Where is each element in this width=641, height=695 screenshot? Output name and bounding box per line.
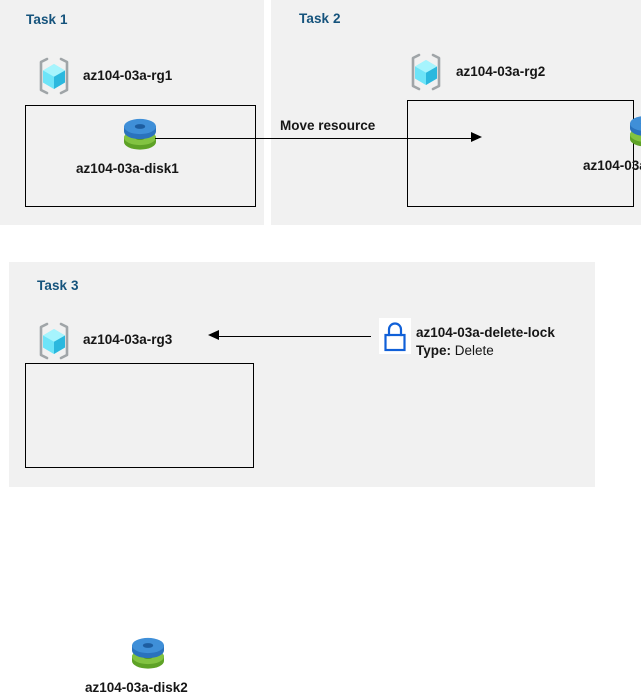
resource-label: az104-03a-disk1	[583, 158, 641, 173]
diagram-canvas: Task 1 az104-03a-rg1	[0, 0, 641, 487]
resource-group-icon	[36, 322, 72, 360]
resource-group-icon	[408, 53, 444, 91]
managed-disk-icon	[126, 632, 170, 676]
lock-type-value: Delete	[455, 343, 494, 358]
resource-label: az104-03a-disk1	[76, 161, 179, 176]
lock-connector-arrowhead-icon	[208, 330, 219, 340]
resource-group-label: az104-03a-rg3	[83, 332, 172, 347]
resource-container-task2	[407, 100, 634, 207]
panel-title-task3: Task 3	[37, 278, 79, 293]
lock-name-label: az104-03a-delete-lock	[416, 325, 555, 340]
task-panel-task2: Task 2 az104-03a-rg2	[271, 0, 641, 225]
lock-type-row: Type: Delete	[416, 343, 494, 358]
panel-title-task2: Task 2	[299, 11, 341, 26]
move-resource-label: Move resource	[280, 118, 375, 133]
lock-icon	[379, 318, 411, 354]
move-resource-arrowhead-icon	[471, 132, 482, 142]
resource-group-label: az104-03a-rg2	[456, 64, 545, 79]
lock-type-key: Type:	[416, 343, 451, 358]
resource-container-task3	[25, 363, 254, 468]
resource-group-label: az104-03a-rg1	[83, 68, 172, 83]
task-panel-task3: Task 3 az104-03a-rg3	[9, 262, 595, 487]
managed-disk-icon	[118, 113, 162, 157]
lock-connector-line	[219, 336, 371, 337]
managed-disk-icon	[624, 110, 641, 154]
task-panel-task1: Task 1 az104-03a-rg1	[0, 0, 264, 225]
resource-label: az104-03a-disk2	[85, 680, 188, 695]
panel-title-task1: Task 1	[26, 12, 68, 27]
resource-group-icon	[36, 57, 72, 95]
move-resource-connector-line	[155, 138, 478, 139]
